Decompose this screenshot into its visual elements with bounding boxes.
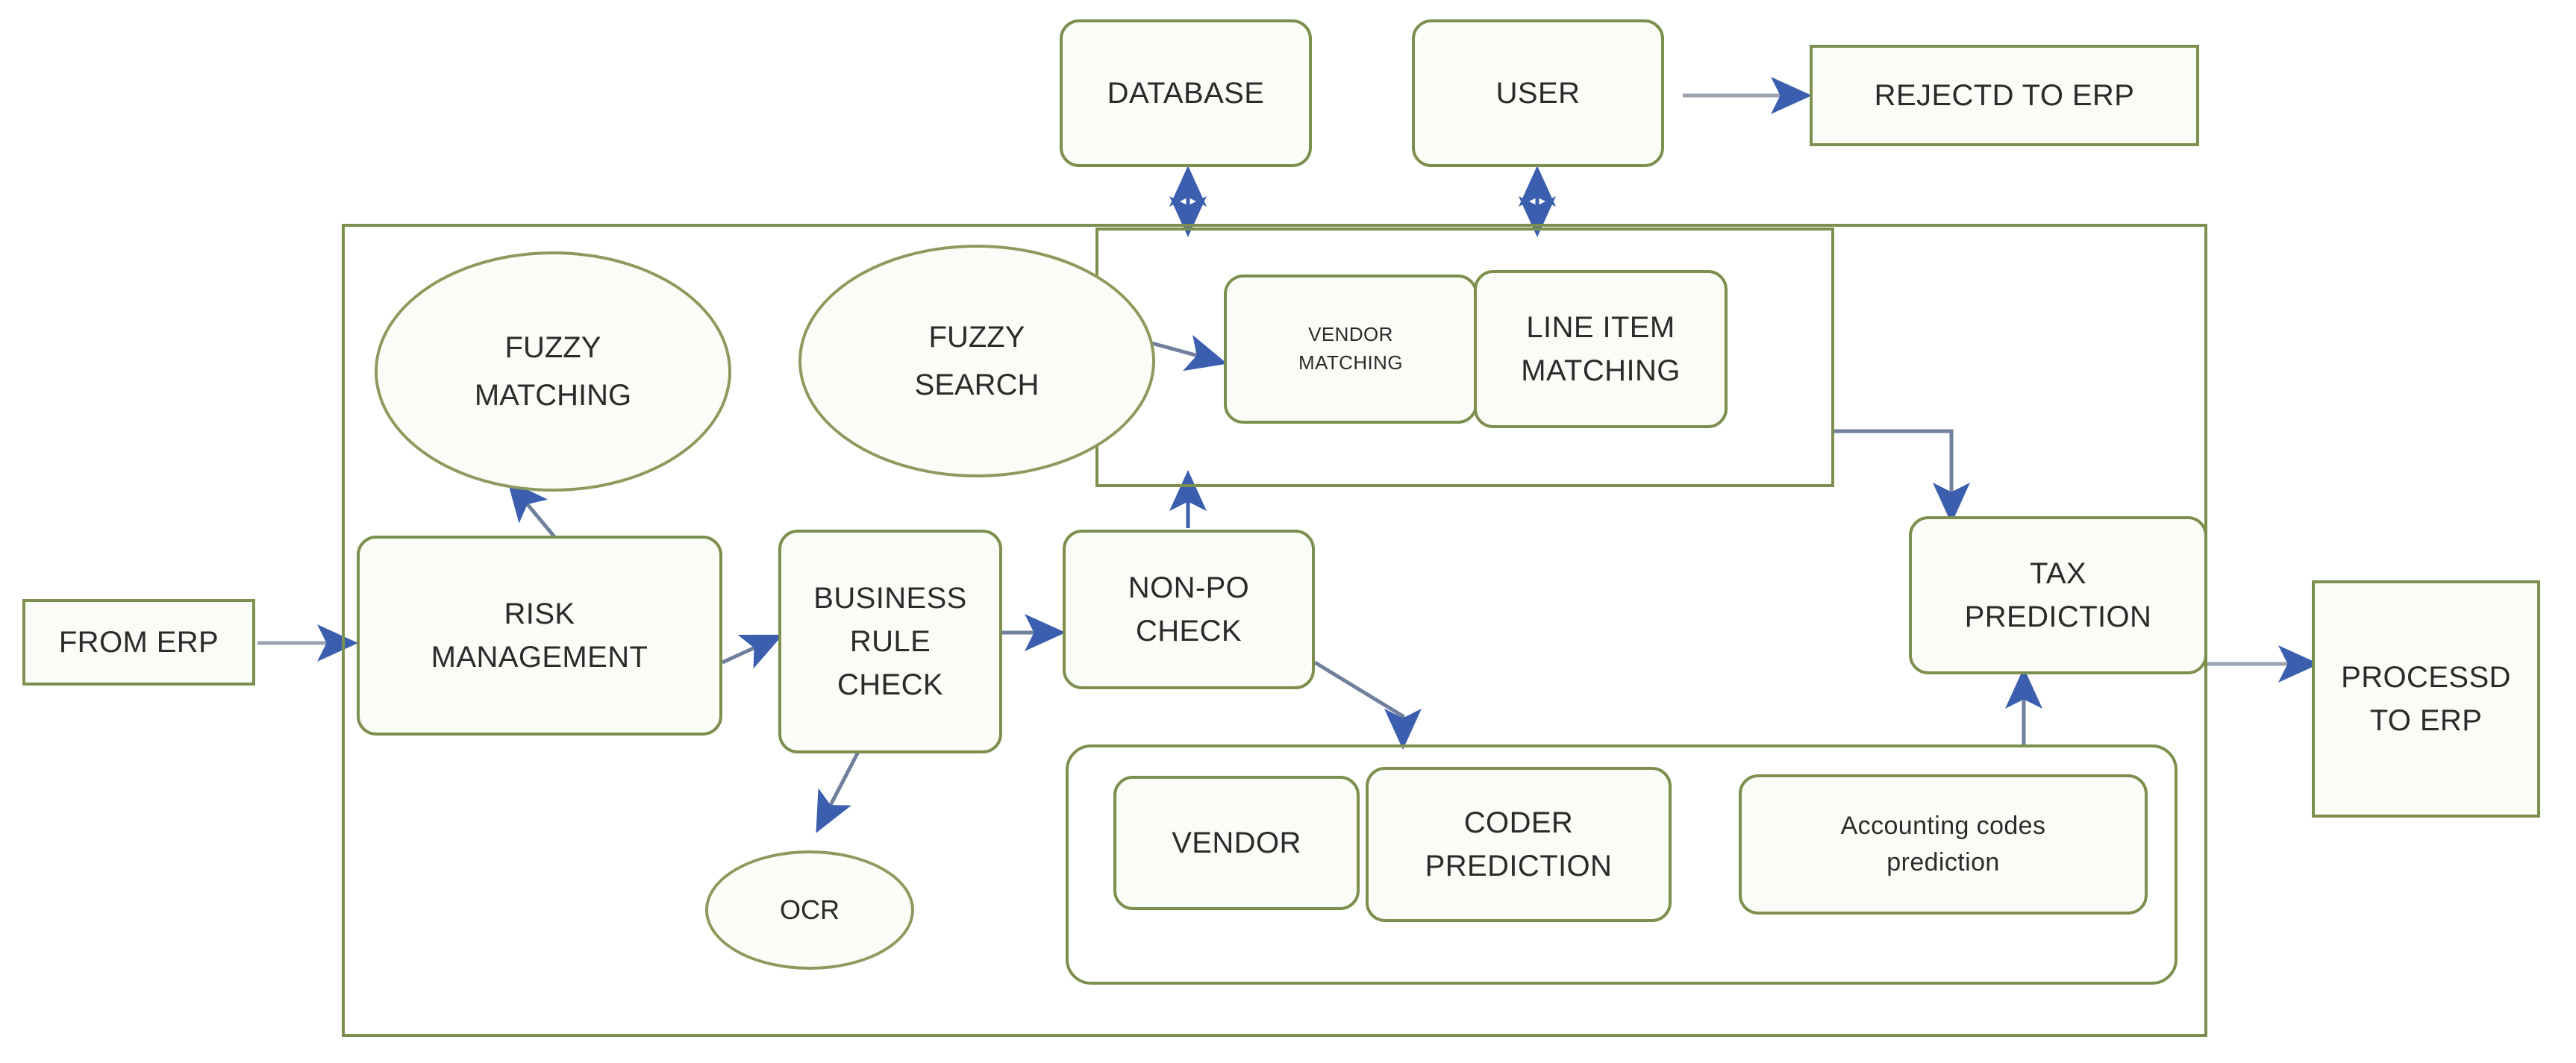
ocr-label: OCR <box>780 894 840 926</box>
accounting-codes-line2: prediction <box>1886 848 2000 877</box>
processed-to-erp-node[interactable]: PROCESSD TO ERP <box>2312 580 2540 818</box>
fuzzy-matching-line2: MATCHING <box>474 379 632 412</box>
non-po-check-line2: CHECK <box>1135 615 1242 647</box>
rejected-to-erp-node[interactable]: REJECTD TO ERP <box>1810 45 2199 146</box>
line-item-matching-node[interactable]: LINE ITEM MATCHING <box>1474 270 1728 428</box>
user-node[interactable]: USER <box>1412 19 1664 167</box>
tax-prediction-node[interactable]: TAX PREDICTION <box>1909 516 2207 674</box>
coder-prediction-line2: PREDICTION <box>1425 850 1613 882</box>
line-item-matching-line2: MATCHING <box>1521 354 1681 387</box>
line-item-matching-line1: LINE ITEM <box>1526 311 1675 344</box>
business-rule-check-line1: BUSINESS <box>813 582 967 615</box>
vendor-label: VENDOR <box>1172 827 1301 859</box>
coder-prediction-line1: CODER <box>1463 806 1574 839</box>
from-erp-node[interactable]: FROM ERP <box>22 599 255 686</box>
tax-prediction-line2: PREDICTION <box>1964 601 2152 633</box>
vendor-matching-line1: VENDOR <box>1308 323 1393 346</box>
accounting-codes-line1: Accounting codes <box>1840 811 2046 840</box>
fuzzy-matching-node[interactable]: FUZZY MATCHING <box>375 251 731 492</box>
tax-prediction-line1: TAX <box>2029 557 2087 590</box>
fuzzy-search-line1: FUZZY <box>928 321 1025 354</box>
database-label: DATABASE <box>1107 77 1265 110</box>
accounting-codes-prediction-node[interactable]: Accounting codes prediction <box>1739 774 2148 915</box>
business-rule-check-line3: CHECK <box>837 668 944 701</box>
risk-management-line1: RISK <box>504 598 575 630</box>
from-erp-label: FROM ERP <box>58 626 219 659</box>
business-rule-check-line2: RULE <box>849 625 931 658</box>
risk-management-node[interactable]: RISK MANAGEMENT <box>357 536 722 736</box>
user-label: USER <box>1495 77 1581 110</box>
coder-prediction-node[interactable]: CODER PREDICTION <box>1366 767 1672 922</box>
prediction-group-container <box>1066 744 2178 985</box>
processed-to-erp-line2: TO ERP <box>2369 704 2483 737</box>
vendor-matching-node[interactable]: VENDOR MATCHING <box>1224 275 1478 424</box>
processed-to-erp-line1: PROCESSD <box>2341 661 2511 694</box>
vendor-matching-line2: MATCHING <box>1298 351 1403 374</box>
risk-management-line2: MANAGEMENT <box>431 641 648 674</box>
non-po-check-line1: NON-PO <box>1128 571 1250 604</box>
ocr-node[interactable]: OCR <box>705 850 914 970</box>
vendor-node[interactable]: VENDOR <box>1113 776 1360 910</box>
rejected-to-erp-label: REJECTD TO ERP <box>1874 79 2135 112</box>
non-po-check-node[interactable]: NON-PO CHECK <box>1063 530 1315 689</box>
fuzzy-matching-line1: FUZZY <box>504 331 601 364</box>
database-node[interactable]: DATABASE <box>1060 19 1312 167</box>
fuzzy-search-node[interactable]: FUZZY SEARCH <box>798 245 1155 477</box>
business-rule-check-node[interactable]: BUSINESS RULE CHECK <box>778 530 1002 753</box>
fuzzy-search-line2: SEARCH <box>914 369 1040 401</box>
